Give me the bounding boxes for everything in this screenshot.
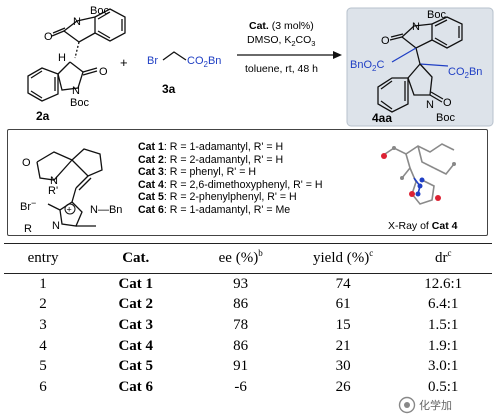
- cell-yield: 74: [335, 275, 351, 292]
- cell-entry: 6: [39, 378, 47, 395]
- catalyst-row: Cat 4: R = 2,6-dimethoxyphenyl, R' = H: [138, 178, 323, 191]
- co2bn-label-4aa: CO2Bn: [448, 66, 482, 80]
- cat-o-label: O: [22, 157, 31, 169]
- table-row: 3 Cat 3 78 15 1.5:1: [4, 315, 492, 336]
- plus-charge-circle: [64, 203, 76, 215]
- cell-entry: 3: [39, 316, 47, 333]
- cell-dr: 1.9:1: [427, 337, 459, 354]
- header-yield: yield (%)c: [291, 243, 395, 274]
- boc-label-1: Boc: [90, 5, 109, 17]
- header-catalyst: Cat.: [82, 243, 190, 274]
- bno2c-label: BnO2C: [350, 59, 384, 73]
- cell-dr: 12.6:1: [424, 275, 463, 292]
- cat-rprime-label: R': [48, 185, 58, 197]
- catalyst-row: Cat 6: R = 1-adamantyl, R' = Me: [138, 203, 291, 216]
- n-label-3: N: [412, 21, 420, 33]
- cell-ee: 91: [233, 358, 249, 375]
- results-table: entry Cat. ee (%)b yield (%)c drc 1 Cat …: [4, 243, 492, 398]
- cell-catalyst: Cat 4: [118, 337, 154, 354]
- cell-catalyst: Cat 5: [118, 358, 154, 375]
- reaction-arrowhead: [333, 51, 342, 59]
- cell-catalyst: Cat 6: [118, 378, 154, 395]
- cell-dr: 0.5:1: [427, 378, 459, 395]
- boc-label-2: Boc: [70, 97, 89, 109]
- condition-solvent-base: DMSO, K2CO3: [247, 34, 315, 48]
- catalyst-row: Cat 5: R = 2-phenylphenyl, R' = H: [138, 191, 297, 204]
- header-dr: drc: [394, 243, 492, 274]
- boc-label-3: Boc: [427, 9, 446, 21]
- cell-ee: 78: [233, 316, 249, 333]
- table-header-row: entry Cat. ee (%)b yield (%)c drc: [4, 243, 492, 274]
- o-label-2: O: [99, 66, 108, 78]
- o-label-3: O: [381, 35, 390, 47]
- cat-plus-label: +: [67, 205, 72, 215]
- plus-sign: +: [120, 55, 128, 70]
- cell-yield: 61: [335, 296, 351, 313]
- 3a-chain: [162, 51, 187, 61]
- br-label: Br: [147, 55, 158, 67]
- cell-yield: 15: [335, 316, 351, 333]
- catalyst-row: Cat 1: R = 1-adamantyl, R' = H: [138, 141, 284, 153]
- table-row: 5 Cat 5 91 30 3.0:1: [4, 356, 492, 377]
- n-label-2: N: [72, 85, 80, 97]
- cell-ee: 86: [233, 337, 249, 354]
- cat-r-label: R: [24, 223, 32, 234]
- cell-catalyst: Cat 1: [118, 275, 154, 292]
- cell-dr: 1.5:1: [427, 316, 459, 333]
- table-row: 6 Cat 6 -6 26 0.5:1: [4, 377, 492, 398]
- condition-line3: toluene, rt, 48 h: [245, 63, 318, 75]
- cell-yield: 21: [335, 337, 351, 354]
- product-4aa-structure: [377, 16, 463, 113]
- n-label-1: N: [73, 16, 81, 28]
- cell-yield: 30: [335, 358, 351, 375]
- o-label-4: O: [443, 97, 452, 109]
- cell-yield: 26: [335, 378, 351, 395]
- table-row: 4 Cat 4 86 21 1.9:1: [4, 336, 492, 357]
- o-label-1: O: [44, 31, 53, 43]
- cat-n-label: N: [50, 175, 58, 187]
- reactant-3a-label: 3a: [162, 82, 176, 96]
- product-highlight: [346, 7, 494, 127]
- watermark-text: 化学加: [419, 399, 452, 412]
- cell-ee: 93: [233, 275, 249, 292]
- cell-ee: -6: [234, 378, 247, 395]
- catalyst-list: Cat 1: R = 1-adamantyl, R' = H Cat 2: R …: [138, 141, 323, 217]
- cell-entry: 4: [39, 337, 47, 354]
- cat-n2-label: N: [52, 220, 60, 232]
- cell-catalyst: Cat 2: [118, 296, 154, 313]
- product-4aa-label: 4aa: [372, 111, 392, 125]
- reactant-2a-label: 2a: [36, 109, 50, 123]
- catalyst-structure: O N R' Br− + N—Bn N R: [20, 148, 122, 234]
- h-label-1: H: [58, 52, 66, 64]
- n-label-4: N: [426, 99, 434, 111]
- co2bn-label-3a: CO2Bn: [187, 55, 221, 69]
- reaction-scheme: Boc N O H O N Boc 2a + Br CO2Bn 3a Cat. …: [27, 5, 494, 127]
- cell-ee: 86: [233, 296, 249, 313]
- cell-catalyst: Cat 3: [118, 316, 154, 333]
- header-entry: entry: [4, 243, 83, 274]
- cell-entry: 2: [39, 296, 47, 313]
- cell-dr: 6.4:1: [427, 296, 459, 313]
- cat-br-label: Br−: [20, 198, 36, 213]
- cell-entry: 5: [39, 358, 47, 375]
- xray-caption: X-Ray of Cat 4: [388, 220, 458, 232]
- table-row: 1 Cat 1 93 74 12.6:1: [4, 274, 492, 295]
- catalyst-row: Cat 2: R = 2-adamantyl, R' = H: [138, 153, 284, 166]
- cell-entry: 1: [39, 275, 47, 292]
- header-ee: ee (%)b: [189, 243, 292, 274]
- cat-nbn-label: N—Bn: [90, 204, 122, 216]
- watermark: 化学加: [398, 394, 492, 416]
- watermark-logo-icon: [398, 396, 416, 414]
- cell-dr: 3.0:1: [427, 358, 459, 375]
- boc-label-4: Boc: [436, 112, 455, 124]
- condition-catalyst: Cat. (3 mol%): [249, 20, 314, 32]
- reactant-2a-structure: [27, 8, 126, 102]
- table-row: 2 Cat 2 86 61 6.4:1: [4, 295, 492, 316]
- catalyst-panel: [7, 129, 488, 236]
- catalyst-row: Cat 3: R = phenyl, R' = H: [138, 166, 257, 179]
- xray-structure-image: [381, 143, 456, 205]
